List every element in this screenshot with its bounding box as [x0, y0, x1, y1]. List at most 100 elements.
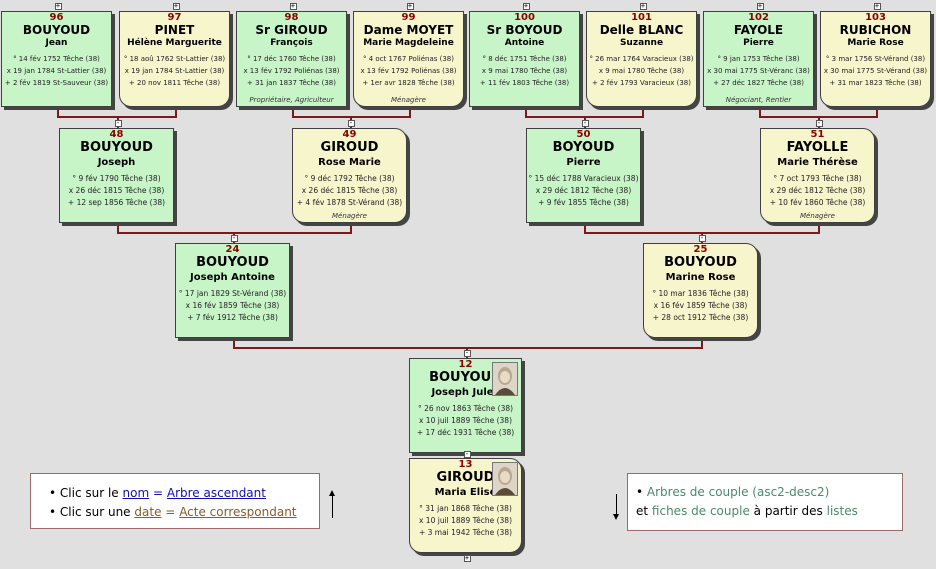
- life-event[interactable]: ° 26 nov 1863 Têche (38): [417, 404, 514, 413]
- life-event[interactable]: + 27 déc 1827 Têche (38): [713, 79, 804, 87]
- person-surname[interactable]: BOUYOUD: [664, 255, 737, 270]
- legend-ascendant-tree-link[interactable]: Arbre ascendant: [166, 486, 266, 500]
- person-surname[interactable]: FAYOLLE: [786, 140, 849, 155]
- person-surname[interactable]: BOUYOUD: [429, 370, 502, 385]
- life-event[interactable]: ° 18 aoû 1762 St-Lattier (38): [123, 55, 226, 63]
- person-surname[interactable]: Sr GIROUD: [255, 23, 328, 37]
- life-event[interactable]: ° 26 mar 1764 Varacieux (38): [589, 55, 694, 63]
- expand-toggle-icon[interactable]: +: [172, 2, 180, 10]
- person-surname[interactable]: BOYOUD: [552, 140, 615, 155]
- life-event[interactable]: + 1er avr 1828 Têche (38): [362, 79, 455, 87]
- collapse-toggle-icon[interactable]: -: [581, 119, 589, 127]
- collapse-toggle-icon[interactable]: -: [230, 234, 238, 242]
- legend-record-link[interactable]: Acte correspondant: [179, 505, 297, 519]
- portrait-photo[interactable]: [492, 362, 518, 396]
- collapse-toggle-icon[interactable]: -: [347, 119, 355, 127]
- couple-sheets-link[interactable]: fiches de couple: [651, 504, 750, 518]
- expand-toggle-icon[interactable]: +: [406, 2, 414, 10]
- life-event[interactable]: ° 7 oct 1793 Têche (38): [773, 174, 862, 183]
- person-surname[interactable]: Sr BOYOUD: [486, 23, 563, 37]
- life-event[interactable]: x 10 juil 1889 Têche (38): [418, 516, 513, 525]
- life-event[interactable]: x 19 jan 1784 St-Lattier (38): [6, 67, 107, 75]
- life-event[interactable]: x 19 jan 1784 St-Lattier (38): [124, 67, 225, 75]
- life-event[interactable]: + 2 fév 1819 St-Sauveur (38): [4, 79, 109, 87]
- collapse-toggle-icon[interactable]: -: [114, 119, 122, 127]
- life-event[interactable]: x 30 mai 1775 St-Vérand (38): [823, 67, 928, 75]
- expand-toggle-icon[interactable]: +: [522, 2, 530, 10]
- expand-toggle-icon[interactable]: +: [463, 554, 471, 562]
- life-event[interactable]: + 31 jan 1837 Têche (38): [247, 79, 336, 87]
- life-event[interactable]: x 13 fév 1792 Poliénas (38): [360, 67, 457, 75]
- life-event[interactable]: ° 15 déc 1788 Varacieux (38): [528, 174, 639, 183]
- legend-name-link[interactable]: nom: [122, 486, 150, 500]
- person-surname[interactable]: GIROUD: [436, 470, 495, 485]
- expand-toggle-icon[interactable]: +: [639, 2, 647, 10]
- life-event[interactable]: x 9 mai 1780 Têche (38): [481, 67, 568, 75]
- life-event[interactable]: + 11 fév 1803 Têche (38): [479, 79, 570, 87]
- life-event[interactable]: + 4 fév 1878 St-Vérand (38): [296, 198, 403, 207]
- life-event[interactable]: ° 31 jan 1868 Têche (38): [419, 504, 512, 513]
- collapse-toggle-icon[interactable]: -: [463, 349, 471, 357]
- life-event[interactable]: ° 8 déc 1751 Têche (38): [482, 55, 567, 63]
- life-event[interactable]: + 2 fév 1793 Varacieux (38): [592, 79, 691, 87]
- life-event[interactable]: ° 9 jan 1753 Têche (38): [717, 55, 800, 63]
- life-event[interactable]: ° 10 mar 1836 Têche (38): [652, 289, 749, 298]
- person-surname[interactable]: BOUYOUD: [22, 23, 91, 37]
- life-event[interactable]: ° 4 oct 1767 Poliénas (38): [363, 55, 454, 63]
- life-event[interactable]: + 9 fév 1855 Têche (38): [538, 198, 629, 207]
- legend-date-link[interactable]: date: [134, 505, 162, 519]
- person-surname[interactable]: RUBICHON: [839, 23, 912, 37]
- person-surname[interactable]: Delle BLANC: [599, 23, 684, 37]
- person-surname[interactable]: BOUYOUD: [196, 255, 269, 270]
- life-event[interactable]: x 30 mai 1775 St-Véranc (38): [707, 67, 810, 75]
- life-event[interactable]: ° 9 déc 1792 Têche (38): [304, 174, 395, 183]
- collapse-toggle-icon[interactable]: -: [815, 119, 823, 127]
- person-surname[interactable]: PINET: [154, 23, 195, 37]
- person-surname[interactable]: FAYOLE: [733, 23, 784, 37]
- life-event[interactable]: x 16 fév 1859 Têche (38): [185, 301, 280, 310]
- collapse-toggle-icon[interactable]: -: [698, 234, 706, 242]
- life-event[interactable]: + 28 oct 1912 Têche (38): [652, 313, 749, 322]
- life-event[interactable]: x 29 déc 1812 Têche (38): [769, 186, 866, 195]
- life-event[interactable]: x 9 mai 1780 Têche (38): [598, 67, 685, 75]
- expand-toggle-icon[interactable]: +: [873, 2, 881, 10]
- life-event[interactable]: ° 3 mar 1756 St-Vérand (38): [825, 55, 926, 63]
- life-event[interactable]: x 29 déc 1812 Têche (38): [535, 186, 632, 195]
- expand-toggle-icon[interactable]: +: [289, 2, 297, 10]
- portrait-photo[interactable]: [492, 462, 518, 496]
- life-event[interactable]: x 26 déc 1815 Têche (38): [301, 186, 398, 195]
- life-event[interactable]: + 10 fév 1860 Têche (38): [769, 198, 866, 207]
- collapse-toggle-icon[interactable]: -: [463, 450, 471, 458]
- life-event[interactable]: + 20 nov 1811 Têche (38): [128, 79, 221, 87]
- life-event[interactable]: ° 14 fév 1752 Têche (38): [13, 55, 100, 63]
- couple-trees-link[interactable]: Arbres de couple (asc2-desc2): [646, 485, 830, 499]
- person-surname[interactable]: GIROUD: [320, 140, 379, 155]
- lists-link[interactable]: listes: [826, 504, 858, 518]
- person-surname[interactable]: Dame MOYET: [363, 23, 454, 37]
- life-event[interactable]: x 13 fév 1792 Poliénas (38): [243, 67, 340, 75]
- expand-toggle-icon[interactable]: +: [756, 2, 764, 10]
- life-event[interactable]: + 17 déc 1931 Têche (38): [416, 428, 515, 437]
- life-event[interactable]: + 3 mai 1942 Têche (38): [418, 528, 513, 537]
- life-event[interactable]: x 26 déc 1815 Têche (38): [68, 186, 165, 195]
- life-event[interactable]: + 7 fév 1912 Têche (38): [187, 313, 278, 322]
- life-event[interactable]: ° 17 déc 1760 Têche (38): [247, 55, 336, 63]
- expand-toggle-icon[interactable]: +: [54, 2, 62, 10]
- life-event[interactable]: ° 9 fév 1790 Têche (38): [72, 174, 161, 183]
